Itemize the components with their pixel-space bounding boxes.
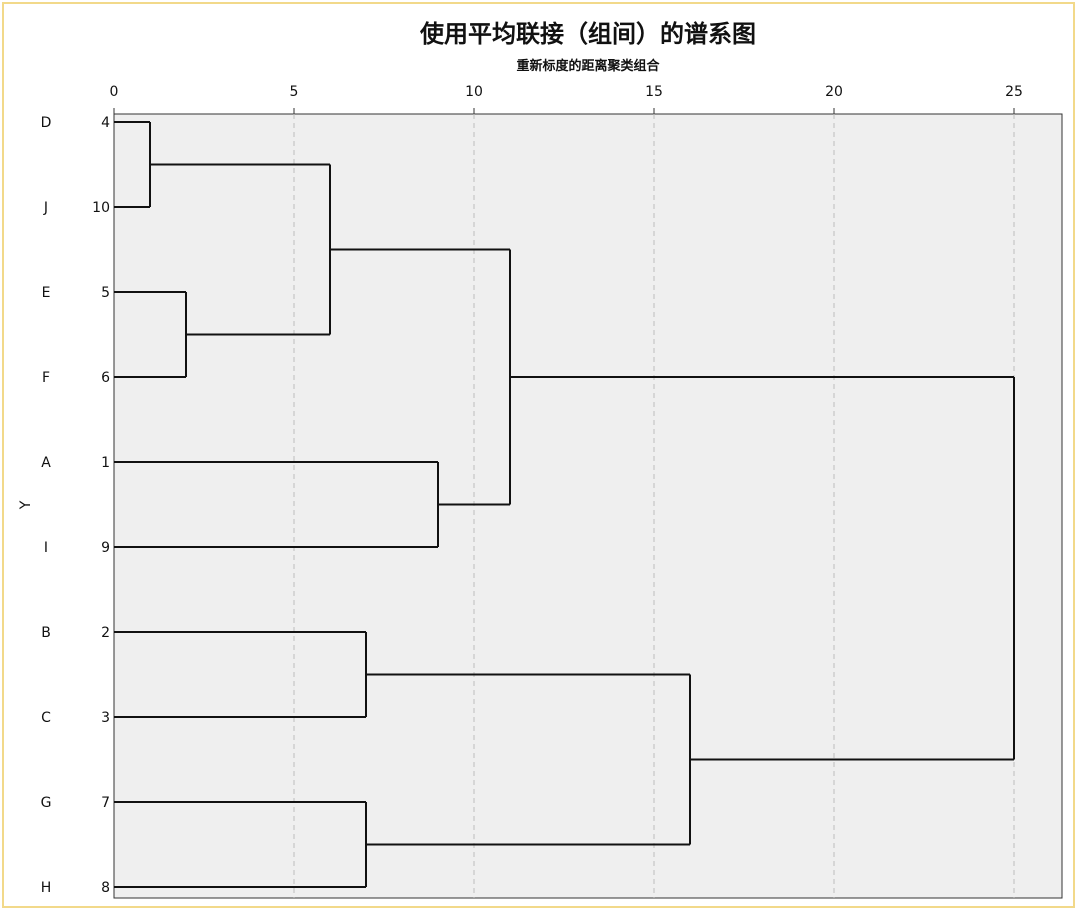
x-tick-label-15: 15 (645, 84, 663, 100)
x-tick-label-10: 10 (465, 84, 483, 100)
leaf-label-I: I (44, 540, 48, 556)
leaf-case-10: 10 (92, 200, 110, 216)
leaf-label-G: G (41, 795, 52, 811)
x-tick-label-25: 25 (1005, 84, 1023, 100)
leaf-label-C: C (41, 710, 51, 726)
leaf-label-H: H (41, 880, 52, 896)
leaf-label-B: B (41, 625, 51, 641)
leaf-label-A: A (41, 455, 51, 471)
leaf-case-2: 2 (101, 625, 110, 641)
x-tick-label-5: 5 (290, 84, 299, 100)
y-axis-label: Y (18, 500, 34, 510)
leaf-case-7: 7 (101, 795, 110, 811)
leaf-case-6: 6 (101, 370, 110, 386)
x-tick-label-0: 0 (110, 84, 119, 100)
leaf-case-8: 8 (101, 880, 110, 896)
plot-background (113, 113, 1063, 899)
chart-title: 使用平均联接（组间）的谱系图 (419, 20, 756, 48)
leaf-label-E: E (42, 285, 51, 301)
x-tick-label-20: 20 (825, 84, 843, 100)
leaf-case-4: 4 (101, 115, 110, 131)
leaf-case-9: 9 (101, 540, 110, 556)
leaf-case-1: 1 (101, 455, 110, 471)
leaf-case-5: 5 (101, 285, 110, 301)
leaf-case-3: 3 (101, 710, 110, 726)
leaf-label-D: D (41, 115, 52, 131)
plot-area: 0 5 10 15 20 25D 4J 10E 5F 6A 1I 9B 2C 3G 7H 8 (41, 84, 1063, 899)
chart-subtitle: 重新标度的距离聚类组合 (516, 58, 660, 74)
leaf-label-F: F (42, 370, 50, 386)
leaf-label-J: J (43, 200, 48, 216)
